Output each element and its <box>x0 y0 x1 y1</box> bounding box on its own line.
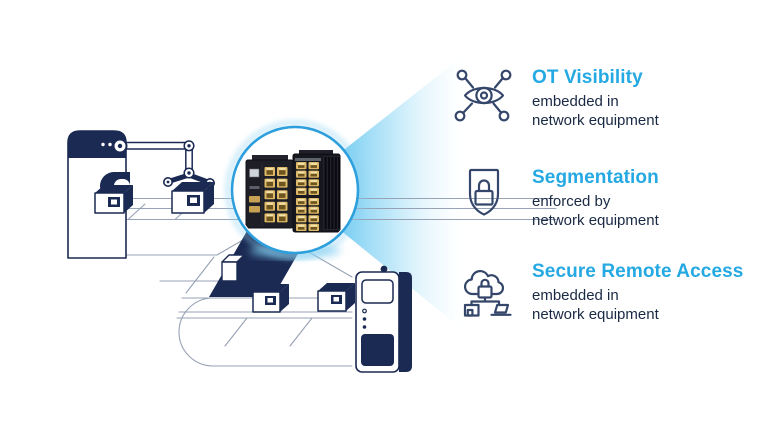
light-beam <box>302 44 478 342</box>
conveyor-box <box>252 284 289 313</box>
switch-right <box>292 150 341 233</box>
control-cabinet <box>355 265 412 373</box>
conveyor-box-small <box>221 254 245 282</box>
conveyor-box <box>317 283 355 312</box>
conveyor-box <box>171 182 214 214</box>
robotic-arm <box>112 138 216 189</box>
factory-illustration <box>67 130 557 373</box>
conveyor-box <box>94 185 133 214</box>
switch-left <box>245 155 294 229</box>
industrial-switches <box>245 150 341 233</box>
